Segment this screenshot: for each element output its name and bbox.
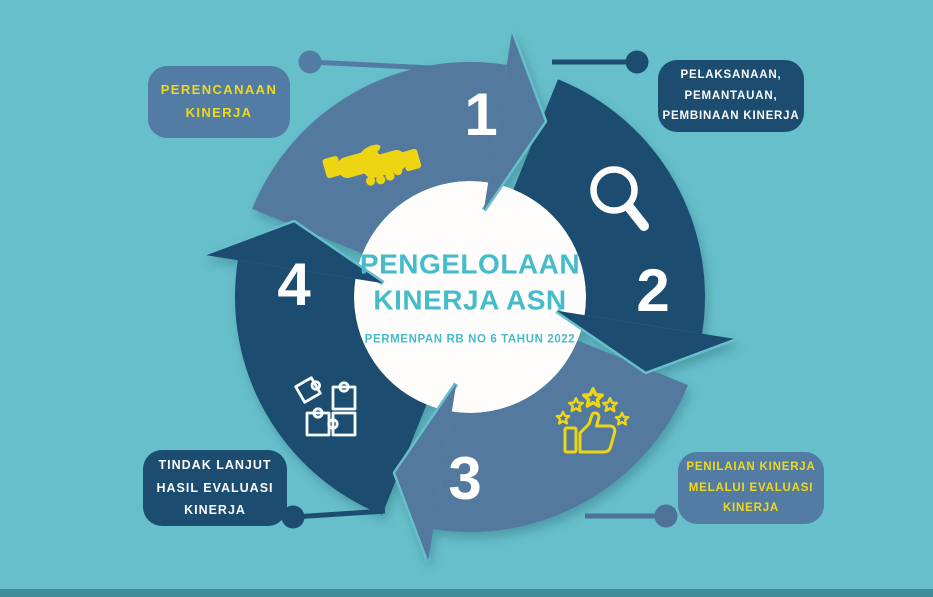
callout-line: HASIL EVALUASI [156, 480, 274, 495]
callout-line: KINERJA [184, 503, 246, 518]
arrowhead-1 [481, 32, 548, 212]
connector-top-right [552, 50, 649, 74]
callout-line: TINDAK LANJUT [158, 458, 272, 473]
center-disc [354, 181, 586, 413]
connector-dot [281, 505, 305, 529]
arrowhead-3 [392, 382, 459, 562]
callout-penilaian-kinerja: PENILAIAN KINERJA MELALUI EVALUASI KINER… [678, 452, 824, 524]
callout-line: PENILAIAN KINERJA [686, 460, 816, 473]
center-title-line1: PENGELOLAAN [359, 248, 581, 280]
callout-line: PEMBINAAN KINERJA [662, 110, 800, 123]
connector-dot [625, 50, 649, 74]
step-number-1: 1 [464, 81, 498, 149]
callout-pelaksanaan-pemantauan: PELAKSANAAN, PEMANTAUAN, PEMBINAAN KINER… [658, 60, 804, 132]
puzzle-icon [294, 376, 357, 437]
connector-dot [298, 50, 322, 74]
star [567, 396, 585, 413]
star [555, 410, 571, 425]
arrowhead-4 [205, 219, 385, 286]
handshake-icon [322, 144, 422, 186]
connector-dot [654, 504, 678, 528]
thumbs-up-stars-icon [555, 387, 630, 454]
step-number-2: 2 [636, 257, 670, 325]
connector-bottom-left [281, 505, 386, 529]
segment-4-arc [235, 260, 427, 515]
star [614, 411, 630, 426]
callout-line: PEMANTAUAN, [684, 89, 778, 102]
callout-line: MELALUI EVALUASI [688, 481, 814, 494]
bottom-edge-strip [0, 589, 933, 597]
callout-tindak-lanjut: TINDAK LANJUT HASIL EVALUASI KINERJA [143, 450, 287, 526]
star [601, 396, 619, 413]
callout-line: PERENCANAAN [160, 82, 278, 98]
callout-line: PELAKSANAAN, [680, 68, 782, 81]
arrowhead-2 [555, 308, 735, 375]
star [582, 387, 604, 408]
step-number-3: 3 [448, 445, 482, 513]
center-title-line2: KINERJA ASN [373, 285, 567, 316]
callout-line: KINERJA [185, 105, 253, 120]
connector-bottom-right [585, 504, 678, 528]
callout-perencanaan-kinerja: PERENCANAAN KINERJA [148, 66, 290, 138]
center-title-block: PENGELOLAAN KINERJA ASN PERMENPAN RB NO … [352, 247, 588, 346]
step-number-4: 4 [277, 251, 311, 319]
segment-3-arc [433, 340, 688, 532]
segment-2-arc [513, 79, 705, 334]
magnifier-icon [590, 166, 649, 231]
center-subtitle: PERMENPAN RB NO 6 TAHUN 2022 [364, 333, 576, 346]
callout-line: KINERJA [722, 502, 780, 515]
connector-top-left [298, 50, 433, 74]
